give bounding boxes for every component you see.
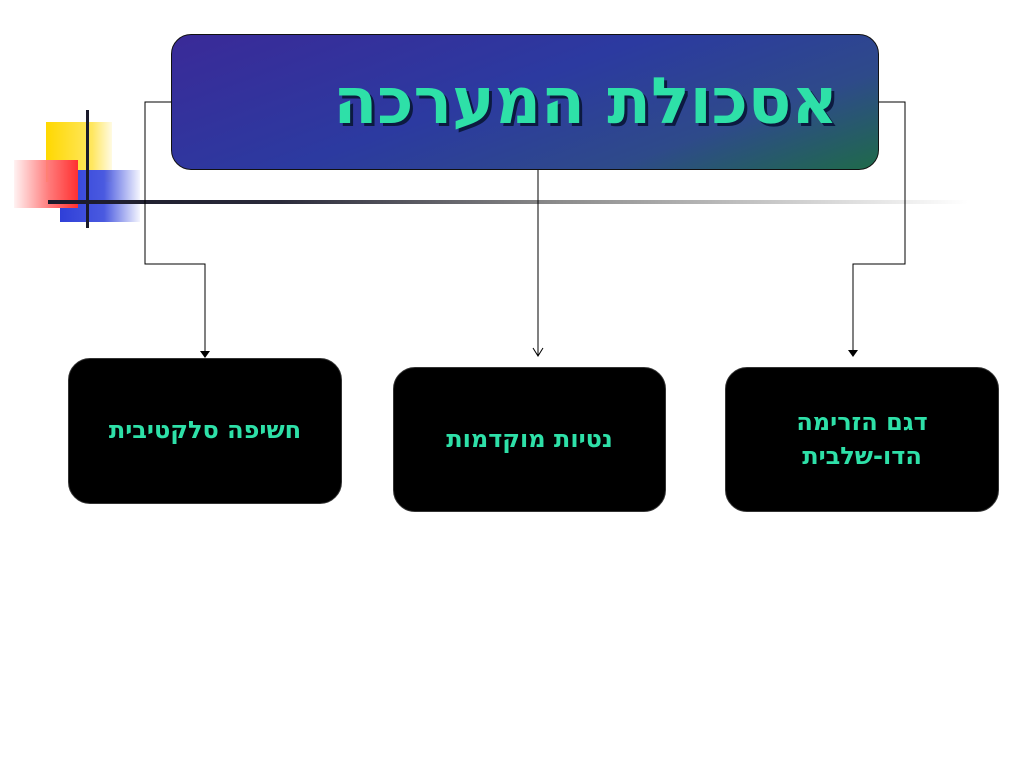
arrow-head-left [200,351,210,358]
decorative-vertical-line [86,110,89,228]
node-label-left: חשיפה סלקטיבית [108,416,302,445]
arrow-head-right [848,350,858,357]
decorative-horizontal-line [48,200,968,204]
node-label-right: דגם הזרימה הדו-שלבית [796,407,928,470]
node-label-center: נטיות מוקדמות [446,424,613,453]
node-selective-exposure: חשיפה סלקטיבית [68,358,342,504]
node-two-step-flow: דגם הזרימה הדו-שלבית [725,367,999,512]
title-box: אסכולת המערכה [171,34,879,170]
connector-to-left-node [144,101,206,352]
title-text: אסכולת המערכה [333,65,838,139]
connector-to-right-node [852,101,906,351]
node-predispositions: נטיות מוקדמות [393,367,666,512]
arrow-head-center [532,347,544,357]
